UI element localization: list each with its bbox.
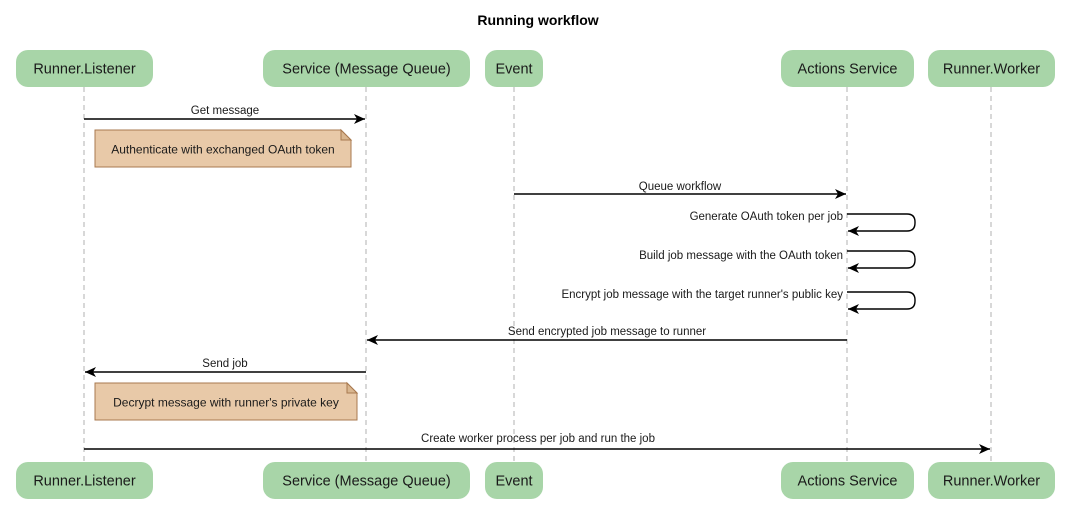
notes-group: Authenticate with exchanged OAuth tokenD… xyxy=(94,128,359,421)
message-label-create-worker-process: Create worker process per job and run th… xyxy=(421,433,655,445)
message-label-queue-workflow: Queue workflow xyxy=(639,181,722,193)
participant-box-runner-listener-top[interactable] xyxy=(16,50,153,87)
message-encrypt-job-message: Encrypt job message with the target runn… xyxy=(561,289,916,314)
participant-box-runner-worker-top[interactable] xyxy=(928,50,1055,87)
participant-box-runner-listener-bottom[interactable] xyxy=(16,462,153,499)
participant-label-runner-listener-bottom: Runner.Listener xyxy=(33,474,136,490)
message-generate-oauth-token: Generate OAuth token per job xyxy=(690,211,916,236)
message-label-send-encrypted-job-message: Send encrypted job message to runner xyxy=(508,326,706,338)
message-label-encrypt-job-message: Encrypt job message with the target runn… xyxy=(561,289,843,301)
participant-label-runner-listener-top: Runner.Listener xyxy=(33,62,136,78)
message-label-generate-oauth-token: Generate OAuth token per job xyxy=(690,211,843,223)
message-create-worker-process: Create worker process per job and run th… xyxy=(84,433,990,454)
message-label-get-message: Get message xyxy=(191,105,259,117)
participant-box-event-bottom[interactable] xyxy=(485,462,543,499)
participants-top-group: Runner.Listener Service (Message Queue) Ev… xyxy=(16,50,1055,87)
message-queue-workflow: Queue workflow xyxy=(514,181,846,199)
participant-label-service-mq-bottom: Service (Message Queue) xyxy=(282,474,450,490)
note-authenticate-body xyxy=(94,129,352,168)
note-authenticate-label: Authenticate with exchanged OAuth token xyxy=(111,143,334,157)
participant-label-runner-worker-bottom: Runner.Worker xyxy=(943,474,1040,490)
note-decrypt-body xyxy=(94,382,358,421)
participant-label-service-mq-top: Service (Message Queue) xyxy=(282,62,450,78)
note-decrypt: Decrypt message with runner's private ke… xyxy=(94,381,359,421)
participant-box-runner-worker-bottom[interactable] xyxy=(928,462,1055,499)
message-send-encrypted-job-message: Send encrypted job message to runner xyxy=(367,326,847,345)
participants-bottom-group: Runner.Listener Service (Message Queue) Ev… xyxy=(16,462,1055,499)
note-authenticate: Authenticate with exchanged OAuth token xyxy=(94,128,353,168)
diagram-title: Running workflow xyxy=(477,12,598,28)
message-get-message: Get message xyxy=(84,105,365,124)
note-authenticate-fold-corner-icon xyxy=(340,128,353,141)
participant-label-runner-worker-top: Runner.Worker xyxy=(943,62,1040,78)
message-line-generate-oauth-token xyxy=(847,213,916,236)
message-line-build-job-message xyxy=(847,250,916,273)
participant-label-actions-service-bottom: Actions Service xyxy=(798,474,898,490)
participant-label-actions-service-top: Actions Service xyxy=(798,62,898,78)
participant-box-service-mq-bottom[interactable] xyxy=(263,462,470,499)
participant-box-service-mq-top[interactable] xyxy=(263,50,470,87)
note-decrypt-fold-corner-icon xyxy=(346,381,359,394)
participant-box-actions-service-bottom[interactable] xyxy=(781,462,914,499)
message-send-job: Send job xyxy=(85,358,366,377)
message-label-build-job-message: Build job message with the OAuth token xyxy=(639,250,843,262)
participant-box-event-top[interactable] xyxy=(485,50,543,87)
participant-label-event-bottom: Event xyxy=(495,474,532,490)
message-build-job-message: Build job message with the OAuth token xyxy=(639,250,916,273)
message-label-send-job: Send job xyxy=(202,358,247,370)
message-line-encrypt-job-message xyxy=(847,291,916,314)
participant-box-actions-service-top[interactable] xyxy=(781,50,914,87)
participant-label-event-top: Event xyxy=(495,62,532,78)
note-decrypt-label: Decrypt message with runner's private ke… xyxy=(113,396,339,410)
